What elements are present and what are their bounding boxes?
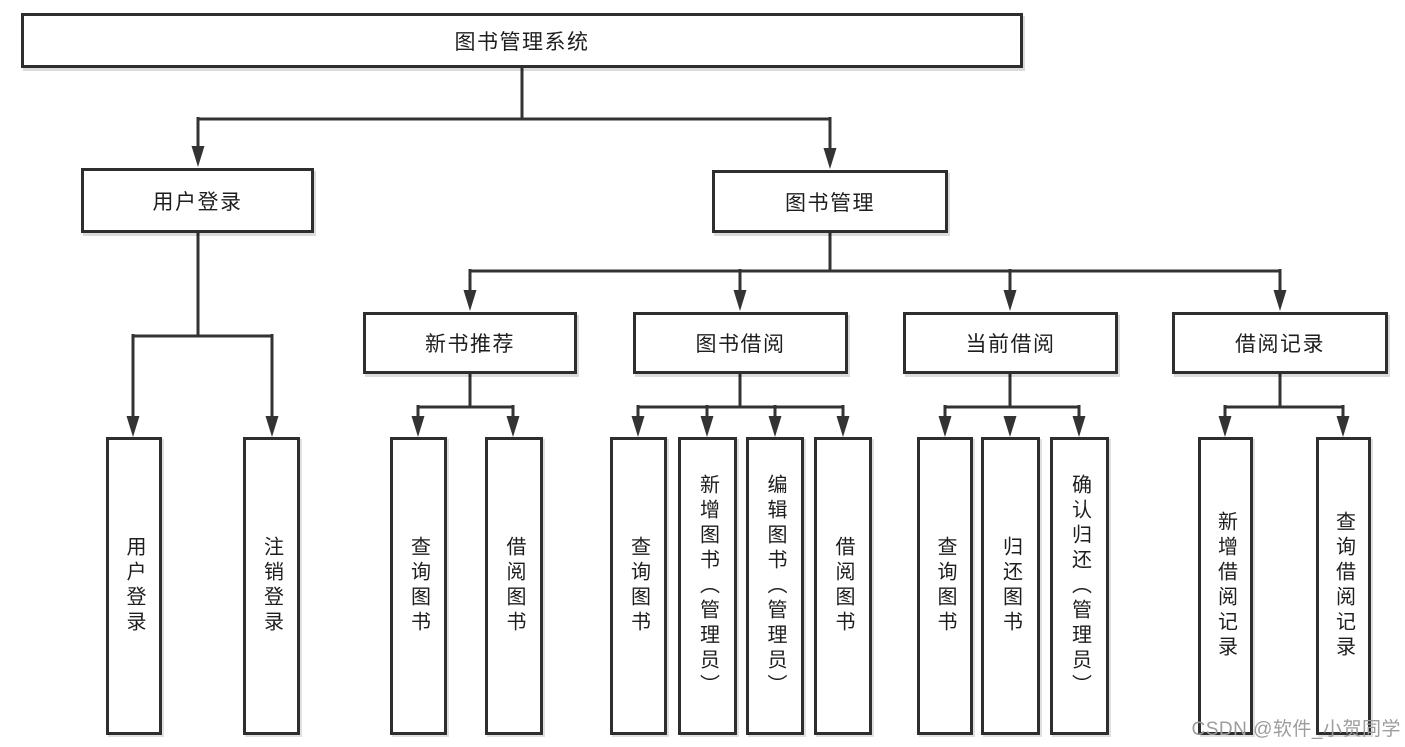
node-borrow-records-label: 借阅记录 [1235, 333, 1325, 356]
arrow-down-icon [700, 416, 714, 437]
leaf-logout: 注销登录 [243, 437, 300, 735]
leaf-confirm-return-admin-label: 确认归还（管理员） [1068, 473, 1091, 699]
node-book-borrowing-label: 图书借阅 [695, 333, 786, 356]
leaf-query-books-borrowing-label: 查询图书 [627, 536, 650, 636]
leaf-query-books-current: 查询图书 [917, 437, 973, 735]
arrow-down-icon [1218, 416, 1232, 437]
arrow-down-icon [411, 416, 425, 437]
arrow-down-icon [506, 416, 520, 437]
arrow-down-icon [733, 290, 747, 311]
leaf-query-books-recommend: 查询图书 [390, 437, 447, 735]
leaf-add-borrow-record: 新增借阅记录 [1198, 437, 1253, 735]
node-current-borrowing-label: 当前借阅 [965, 333, 1056, 356]
leaf-add-book-admin-label: 新增图书（管理员） [696, 473, 719, 699]
leaf-query-borrow-record: 查询借阅记录 [1316, 437, 1371, 735]
arrow-down-icon [1003, 416, 1017, 437]
leaf-logout-label: 注销登录 [260, 536, 283, 636]
leaf-query-books-current-label: 查询图书 [934, 536, 956, 636]
node-user-login-label: 用户登录 [152, 190, 243, 214]
leaf-user-login-label: 用户登录 [123, 536, 145, 636]
node-root: 图书管理系统 [21, 13, 1023, 68]
leaf-borrow-books-recommend: 借阅图书 [485, 437, 543, 735]
leaf-add-book-admin: 新增图书（管理员） [678, 437, 737, 735]
node-user-login: 用户登录 [81, 168, 314, 233]
node-new-book-recommend: 新书推荐 [363, 312, 577, 374]
leaf-edit-book-admin-label: 编辑图书（管理员） [764, 473, 786, 699]
node-borrow-records: 借阅记录 [1172, 312, 1388, 374]
leaf-return-book-label: 归还图书 [999, 536, 1022, 636]
leaf-query-books-borrowing: 查询图书 [610, 437, 667, 735]
leaf-borrow-books-borrowing: 借阅图书 [814, 437, 872, 735]
arrow-down-icon [1072, 416, 1086, 437]
arrow-down-icon [265, 416, 279, 437]
arrow-down-icon [126, 416, 140, 437]
leaf-borrow-books-borrowing-label: 借阅图书 [832, 536, 854, 636]
leaf-query-borrow-record-label: 查询借阅记录 [1332, 511, 1355, 661]
arrow-down-icon [768, 416, 782, 437]
arrow-down-icon [836, 416, 850, 437]
leaf-borrow-books-recommend-label: 借阅图书 [503, 536, 525, 636]
arrow-down-icon [938, 416, 952, 437]
arrow-down-icon [191, 146, 205, 167]
node-current-borrowing: 当前借阅 [903, 312, 1118, 374]
node-root-label: 图书管理系统 [454, 30, 590, 54]
arrow-down-icon [1273, 290, 1287, 311]
leaf-edit-book-admin: 编辑图书（管理员） [746, 437, 804, 735]
leaf-user-login: 用户登录 [106, 437, 162, 735]
arrow-down-icon [1336, 416, 1350, 437]
leaf-confirm-return-admin: 确认归还（管理员） [1050, 437, 1109, 735]
arrow-down-icon [631, 416, 645, 437]
leaf-return-book: 归还图书 [981, 437, 1040, 735]
csdn-watermark: CSDN @软件_小贺同学 [1191, 719, 1401, 740]
leaf-add-borrow-record-label: 新增借阅记录 [1214, 511, 1237, 661]
leaf-query-books-recommend-label: 查询图书 [407, 536, 430, 636]
arrow-down-icon [823, 148, 837, 169]
arrow-down-icon [1003, 290, 1017, 311]
node-book-management-label: 图书管理 [785, 191, 875, 215]
node-book-borrowing: 图书借阅 [633, 312, 848, 374]
node-new-book-recommend-label: 新书推荐 [425, 333, 515, 356]
node-book-management: 图书管理 [712, 170, 948, 233]
arrow-down-icon [463, 290, 477, 311]
